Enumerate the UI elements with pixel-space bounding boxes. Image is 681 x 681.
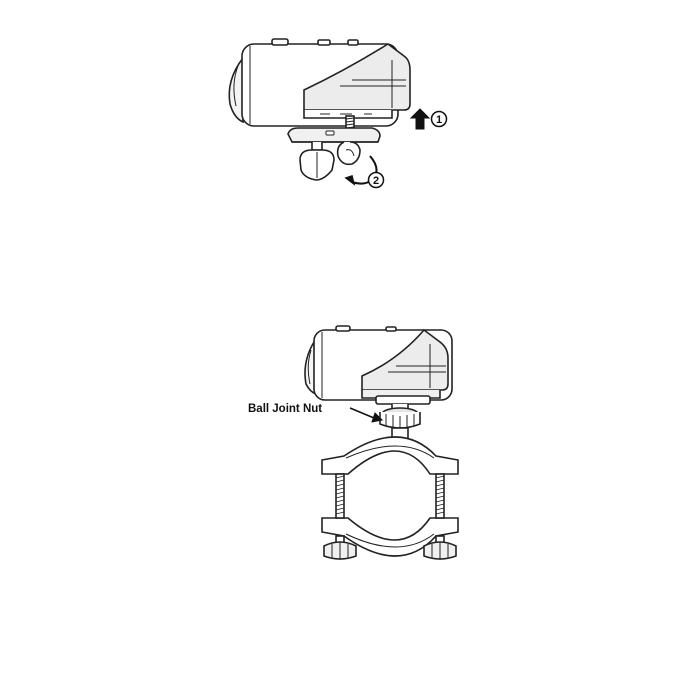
camera-top-button xyxy=(272,39,288,45)
up-arrow-icon xyxy=(411,109,429,129)
bottom-figure: Ball Joint Nut xyxy=(248,326,458,560)
step1-number: 1 xyxy=(436,114,442,126)
ball-joint-nut-callout: Ball Joint Nut xyxy=(248,403,382,422)
camera-bottom xyxy=(305,326,452,404)
camera-top xyxy=(229,39,410,126)
handlebar-clamp xyxy=(322,437,458,560)
ball-joint-nut xyxy=(380,404,420,442)
camera-top-lens xyxy=(229,58,243,122)
top-figure: 1 xyxy=(229,39,446,188)
step1-arrow: 1 xyxy=(411,109,447,129)
rotating-nut xyxy=(338,142,360,164)
clamp-upper xyxy=(322,437,458,474)
callout-leader xyxy=(350,408,374,418)
callout-label: Ball Joint Nut xyxy=(248,403,322,415)
clamp-bolt-right xyxy=(436,474,444,518)
step2-number: 2 xyxy=(373,175,379,187)
clamp-bolt-left xyxy=(336,474,344,518)
